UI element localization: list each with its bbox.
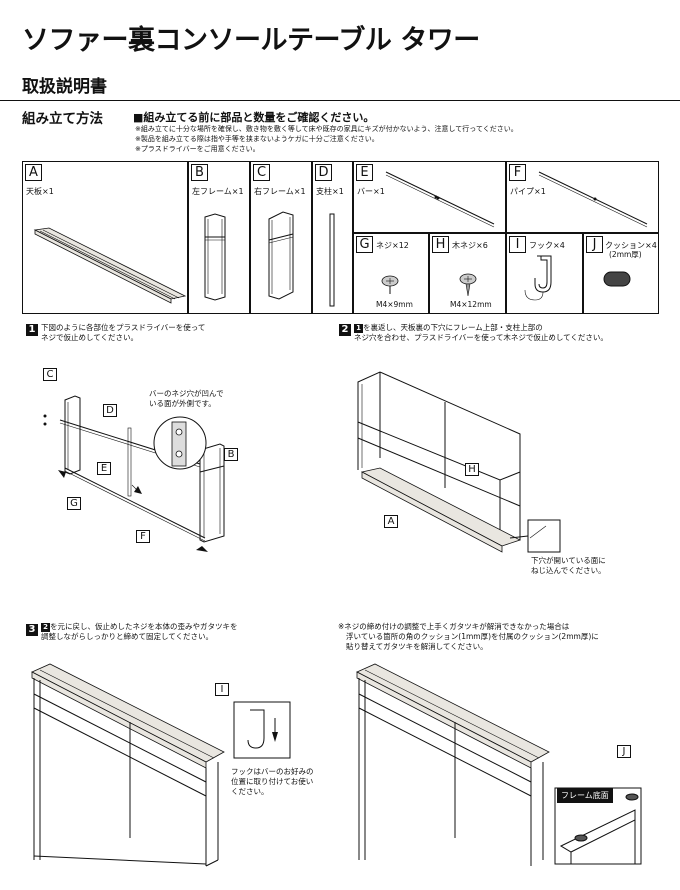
part-letter: I [509, 236, 526, 253]
step-3-line: 調整しながらしっかりと締めて固定してください。 [41, 632, 214, 641]
cushion-icon [603, 271, 631, 287]
part-cell-b: B 左フレーム×1 [188, 161, 250, 314]
callout-e: E [97, 462, 111, 475]
part-cell-e: E バー×1 [353, 161, 506, 233]
part-name: 支柱×1 [316, 187, 344, 196]
step-3-illustration [31, 663, 291, 867]
left-frame-illustration [204, 213, 226, 301]
pipe-illustration [538, 171, 648, 228]
step-4-illustration [356, 663, 642, 866]
callout-g: G [67, 497, 81, 510]
right-frame-illustration [268, 211, 294, 300]
hook-caption: フックはバーのお好みの 位置に取り付けてお使い ください。 [231, 767, 314, 797]
bar-illustration [385, 171, 495, 228]
part-name: 天板×1 [26, 187, 54, 196]
manual-subtitle: 取扱説明書 [22, 77, 107, 97]
frame-bottom-label: フレーム底面 [557, 788, 613, 803]
callout-b: B [224, 448, 238, 461]
wood-screw-icon [459, 273, 477, 297]
part-letter: A [25, 164, 42, 181]
caption-line: ください。 [231, 787, 269, 796]
callout-j: J [617, 745, 631, 758]
part-letter: J [586, 236, 603, 253]
part-name: 木ネジ×6 [452, 241, 488, 250]
part-cell-g: G ネジ×12 M4×9mm [353, 233, 429, 314]
note-line: ※プラスドライバーをご用意ください。 [135, 145, 260, 153]
part-spec: (2mm厚) [609, 250, 642, 259]
callout-c: C [43, 368, 57, 381]
step-number: 2 [339, 324, 351, 336]
part-name: ネジ×12 [376, 241, 409, 250]
section-label: 組み立て方法 [22, 111, 103, 127]
tabletop-illustration [33, 227, 187, 304]
callout-d: D [103, 404, 117, 417]
step-number: 3 [26, 624, 38, 636]
part-letter: B [191, 164, 208, 181]
part-name: クッション×4 [605, 241, 657, 250]
part-cell-j: J クッション×4 (2mm厚) [583, 233, 659, 314]
step-ref-badge: 1 [354, 324, 363, 333]
caption-line: 位置に取り付けてお使い [231, 777, 314, 786]
step-1-line: ネジで仮止めしてください。 [41, 333, 139, 342]
callout-h: H [465, 463, 479, 476]
part-name: 右フレーム×1 [254, 187, 306, 196]
caption-line: ねじ込んでください。 [531, 566, 606, 575]
step-ref-badge: 2 [41, 623, 50, 632]
callout-f: F [136, 530, 150, 543]
part-letter: D [315, 164, 332, 181]
bar-hole-caption: バーのネジ穴が凹んで いる面が外側です。 [149, 389, 224, 409]
step-2-illustration [357, 371, 561, 553]
note-line: ※ネジの締め付けの調整で上手くガタツキが解消できなかった場合は [338, 622, 570, 631]
part-letter: E [356, 164, 373, 181]
part-cell-h: H 木ネジ×6 M4×12mm [429, 233, 506, 314]
note-line: ※製品を組み立てる際は指や手等を挟まないようケガに十分ご注意ください。 [135, 135, 379, 143]
part-name: バー×1 [357, 187, 385, 196]
note-line: 浮いている箇所の角のクッション(1mm厚)を付属のクッション(2mm厚)に [346, 632, 599, 641]
part-name: フック×4 [529, 241, 565, 250]
caption-line: バーのネジ穴が凹んで [149, 389, 224, 398]
note-line: ※組み立てに十分な場所を確保し、敷き物を敷く等して床や既存の家具にキズが付かない… [135, 125, 518, 133]
pre-assembly-heading: ■組み立てる前に部品と数量をご確認ください。 [133, 111, 375, 124]
cushion-note: ※ネジの締め付けの調整で上手くガタツキが解消できなかった場合は 浮いている箇所の… [338, 622, 599, 652]
part-cell-f: F パイプ×1 [506, 161, 659, 233]
part-cell-a: A 天板×1 [22, 161, 188, 314]
part-letter: C [253, 164, 270, 181]
hook-icon [524, 255, 552, 301]
step-1-illustration [43, 395, 225, 552]
part-cell-c: C 右フレーム×1 [250, 161, 312, 314]
callout-a: A [384, 515, 398, 528]
manual-title: ソファー裏コンソールテーブル タワー [22, 25, 480, 56]
part-letter: F [509, 164, 526, 181]
part-letter: G [356, 236, 373, 253]
part-name: パイプ×1 [510, 187, 546, 196]
screw-icon [381, 275, 399, 294]
post-illustration [329, 213, 335, 307]
step-1-line: 下図のように各部位をプラスドライバーを使って [41, 323, 206, 332]
header-divider [0, 100, 680, 101]
step-number: 1 [26, 324, 38, 336]
step-2-line: を裏返し、天板裏の下穴にフレーム上部・支柱上部の [363, 323, 543, 332]
callout-i: I [215, 683, 229, 696]
caption-line: いる面が外側です。 [149, 399, 216, 408]
part-size: M4×9mm [376, 300, 413, 309]
caption-line: 下穴が開いている面に [531, 556, 606, 565]
part-letter: H [432, 236, 449, 253]
step-3-line: を元に戻し、仮止めしたネジを本体の歪みやガタツキを [50, 622, 238, 631]
step-1-text: 下図のように各部位をプラスドライバーを使って ネジで仮止めしてください。 [41, 323, 205, 343]
pilot-hole-caption: 下穴が開いている面に ねじ込んでください。 [531, 556, 606, 576]
part-size: M4×12mm [450, 300, 492, 309]
step-2-line: ネジ穴を合わせ、プラスドライバーを使って木ネジで仮止めしてください。 [354, 333, 608, 342]
part-cell-d: D 支柱×1 [312, 161, 353, 314]
note-line: 貼り替えてガタツキを解消してください。 [346, 642, 488, 651]
part-cell-i: I フック×4 [506, 233, 583, 314]
part-name: 左フレーム×1 [192, 187, 244, 196]
caption-line: フックはバーのお好みの [231, 767, 314, 776]
